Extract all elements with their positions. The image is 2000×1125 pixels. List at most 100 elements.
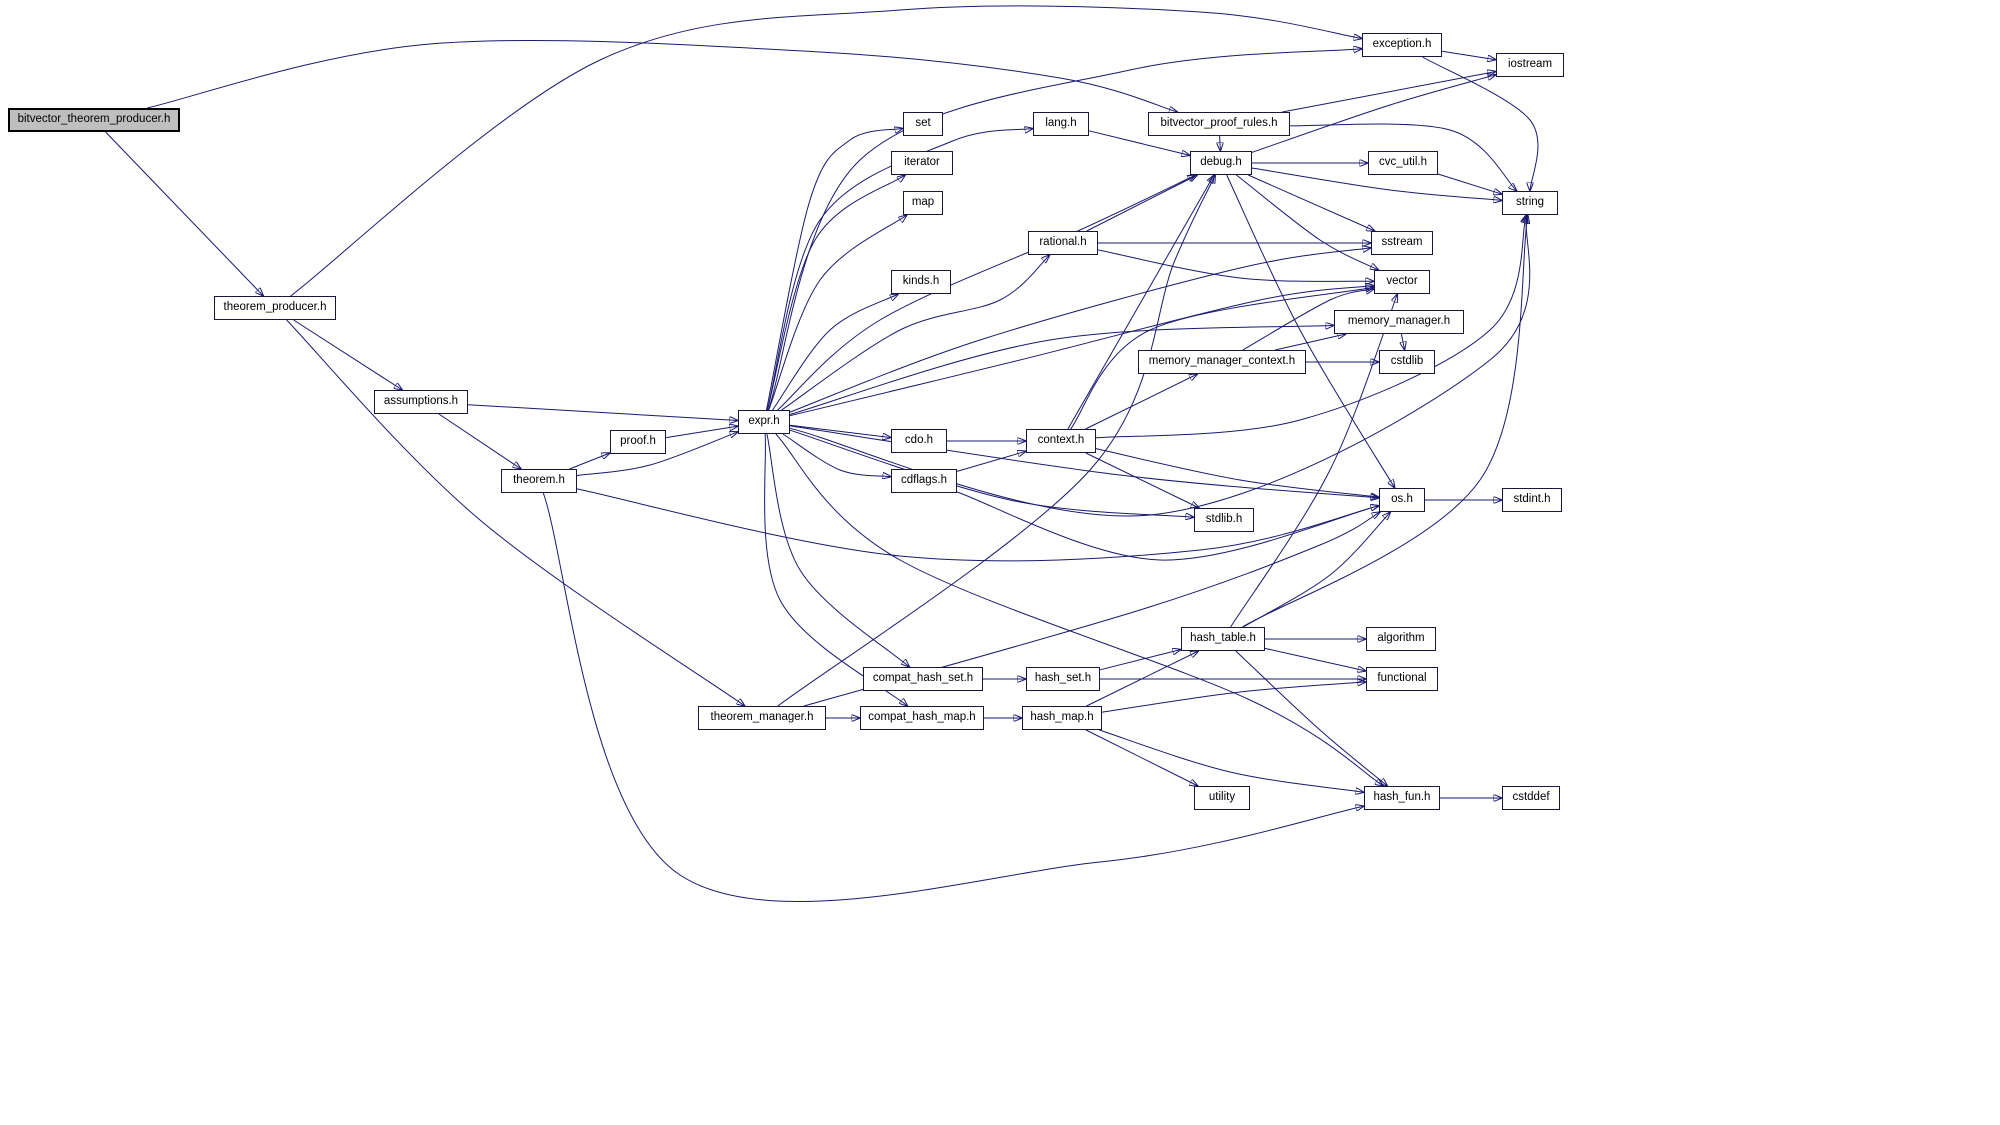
- edge-expr-h-to-rational-h: [781, 255, 1050, 411]
- node-label: kinds.h: [902, 275, 940, 288]
- edge-theorem-producer-h-to-assumptions-h: [293, 319, 403, 390]
- edge-cvc-util-h-to-string: [1437, 173, 1502, 194]
- node-lang-h[interactable]: lang.h: [1033, 112, 1089, 136]
- node-label: compat_hash_map.h: [868, 711, 976, 724]
- edge-cdflags-h-to-context-h: [956, 451, 1026, 472]
- node-label: hash_fun.h: [1373, 791, 1431, 804]
- node-label: vector: [1386, 275, 1418, 288]
- node-functional[interactable]: functional: [1366, 667, 1438, 691]
- edge-exception-h-to-string: [1422, 56, 1539, 191]
- edge-expr-h-to-debug-h: [777, 175, 1196, 411]
- node-cdo-h[interactable]: cdo.h: [891, 429, 947, 453]
- edge-hash-table-h-to-vector: [1230, 294, 1398, 628]
- node-label: context.h: [1037, 434, 1085, 447]
- edge-hash-table-h-to-hash-fun-h: [1235, 650, 1388, 786]
- node-compat-hash-set-h[interactable]: compat_hash_set.h: [863, 667, 983, 691]
- node-iostream[interactable]: iostream: [1496, 53, 1564, 77]
- node-compat-hash-map-h[interactable]: compat_hash_map.h: [860, 706, 984, 730]
- node-os-h[interactable]: os.h: [1379, 488, 1425, 512]
- node-assumptions-h[interactable]: assumptions.h: [374, 390, 468, 414]
- node-theorem-manager-h[interactable]: theorem_manager.h: [698, 706, 826, 730]
- edge-memory-manager-context-h-to-memory-manager-h: [1274, 334, 1346, 351]
- node-sstream[interactable]: sstream: [1371, 231, 1433, 255]
- node-cvc-util-h[interactable]: cvc_util.h: [1368, 151, 1438, 175]
- edge-hash-map-h-to-utility: [1085, 729, 1198, 786]
- node-memory-manager-context-h[interactable]: memory_manager_context.h: [1138, 350, 1306, 374]
- edge-expr-h-to-cdflags-h: [782, 433, 891, 477]
- node-theorem-producer-h[interactable]: theorem_producer.h: [214, 296, 336, 320]
- node-hash-set-h[interactable]: hash_set.h: [1026, 667, 1100, 691]
- node-string[interactable]: string: [1502, 191, 1558, 215]
- edge-hash-set-h-to-hash-table-h: [1099, 650, 1181, 671]
- edge-memory-manager-h-to-cstdlib: [1401, 333, 1404, 350]
- edge-context-h-to-string: [1095, 215, 1526, 439]
- node-stdlib-h[interactable]: stdlib.h: [1194, 508, 1254, 532]
- node-expr-h[interactable]: expr.h: [738, 410, 790, 434]
- node-vector[interactable]: vector: [1374, 270, 1430, 294]
- node-iterator[interactable]: iterator: [891, 151, 953, 175]
- node-label: algorithm: [1377, 632, 1425, 645]
- edge-context-h-to-vector: [1070, 287, 1374, 430]
- node-context-h[interactable]: context.h: [1026, 429, 1096, 453]
- node-label: stdlib.h: [1205, 513, 1243, 526]
- node-label: iostream: [1507, 58, 1553, 71]
- edge-expr-h-to-iterator: [766, 175, 905, 411]
- edge-bitvector-proof-rules-h-to-debug-h: [1220, 135, 1221, 151]
- edge-bitvector-theorem-producer-h-to-theorem-producer-h: [105, 131, 264, 296]
- edge-expr-h-to-vector: [789, 286, 1374, 417]
- edge-expr-h-to-compat-hash-set-h: [766, 433, 910, 667]
- edge-debug-h-to-vector: [1236, 174, 1378, 270]
- edge-debug-h-to-os-h: [1226, 174, 1395, 488]
- node-label: utility: [1208, 791, 1236, 804]
- node-proof-h[interactable]: proof.h: [610, 430, 666, 454]
- edge-theorem-producer-h-to-theorem-manager-h: [286, 319, 745, 706]
- node-hash-map-h[interactable]: hash_map.h: [1022, 706, 1102, 730]
- edge-theorem-h-to-expr-h: [576, 432, 738, 476]
- node-label: theorem.h: [513, 474, 565, 487]
- node-set[interactable]: set: [903, 112, 943, 136]
- node-cstddef[interactable]: cstddef: [1502, 786, 1560, 810]
- edge-context-h-to-stdlib-h: [1085, 452, 1199, 508]
- edge-memory-manager-context-h-to-vector: [1242, 289, 1374, 351]
- node-algorithm[interactable]: algorithm: [1366, 627, 1436, 651]
- node-label: cdflags.h: [900, 474, 948, 487]
- node-label: bitvector_theorem_producer.h: [17, 113, 171, 126]
- node-hash-fun-h[interactable]: hash_fun.h: [1364, 786, 1440, 810]
- edge-bitvector-proof-rules-h-to-string: [1289, 123, 1517, 191]
- node-rational-h[interactable]: rational.h: [1028, 231, 1098, 255]
- edge-context-h-to-debug-h: [1067, 175, 1214, 430]
- edge-hash-table-h-to-string: [1242, 215, 1527, 628]
- node-cstdlib[interactable]: cstdlib: [1379, 350, 1435, 374]
- edge-assumptions-h-to-expr-h: [467, 404, 738, 421]
- edge-expr-h-to-set: [766, 128, 904, 411]
- edge-proof-h-to-expr-h: [665, 426, 738, 439]
- node-map[interactable]: map: [903, 191, 943, 215]
- node-memory-manager-h[interactable]: memory_manager.h: [1334, 310, 1464, 334]
- node-bitvector-proof-rules-h[interactable]: bitvector_proof_rules.h: [1148, 112, 1290, 136]
- node-bitvector-theorem-producer-h[interactable]: bitvector_theorem_producer.h: [8, 108, 180, 132]
- node-stdint-h[interactable]: stdint.h: [1502, 488, 1562, 512]
- node-label: bitvector_proof_rules.h: [1160, 117, 1278, 130]
- node-theorem-h[interactable]: theorem.h: [501, 469, 577, 493]
- edge-expr-h-to-cdo-h: [789, 424, 891, 437]
- edge-theorem-manager-h-to-debug-h: [777, 175, 1215, 707]
- edge-cdflags-h-to-os-h: [956, 491, 1379, 561]
- edge-expr-h-to-memory-manager-h: [789, 325, 1334, 415]
- edge-lang-h-to-debug-h: [1088, 130, 1190, 156]
- edge-expr-h-to-os-h: [789, 425, 1379, 498]
- node-cdflags-h[interactable]: cdflags.h: [891, 469, 957, 493]
- node-label: hash_set.h: [1034, 672, 1092, 685]
- node-label: assumptions.h: [383, 395, 459, 408]
- node-exception-h[interactable]: exception.h: [1362, 33, 1442, 57]
- node-kinds-h[interactable]: kinds.h: [891, 270, 951, 294]
- edge-expr-h-to-lang-h: [766, 129, 1033, 411]
- node-label: theorem_producer.h: [223, 301, 327, 314]
- edge-expr-h-to-exception-h: [767, 49, 1362, 411]
- node-label: os.h: [1391, 493, 1413, 506]
- node-utility[interactable]: utility: [1194, 786, 1250, 810]
- node-hash-table-h[interactable]: hash_table.h: [1181, 627, 1265, 651]
- edge-expr-h-to-sstream: [789, 248, 1371, 413]
- edge-assumptions-h-to-theorem-h: [438, 413, 521, 469]
- node-debug-h[interactable]: debug.h: [1190, 151, 1252, 175]
